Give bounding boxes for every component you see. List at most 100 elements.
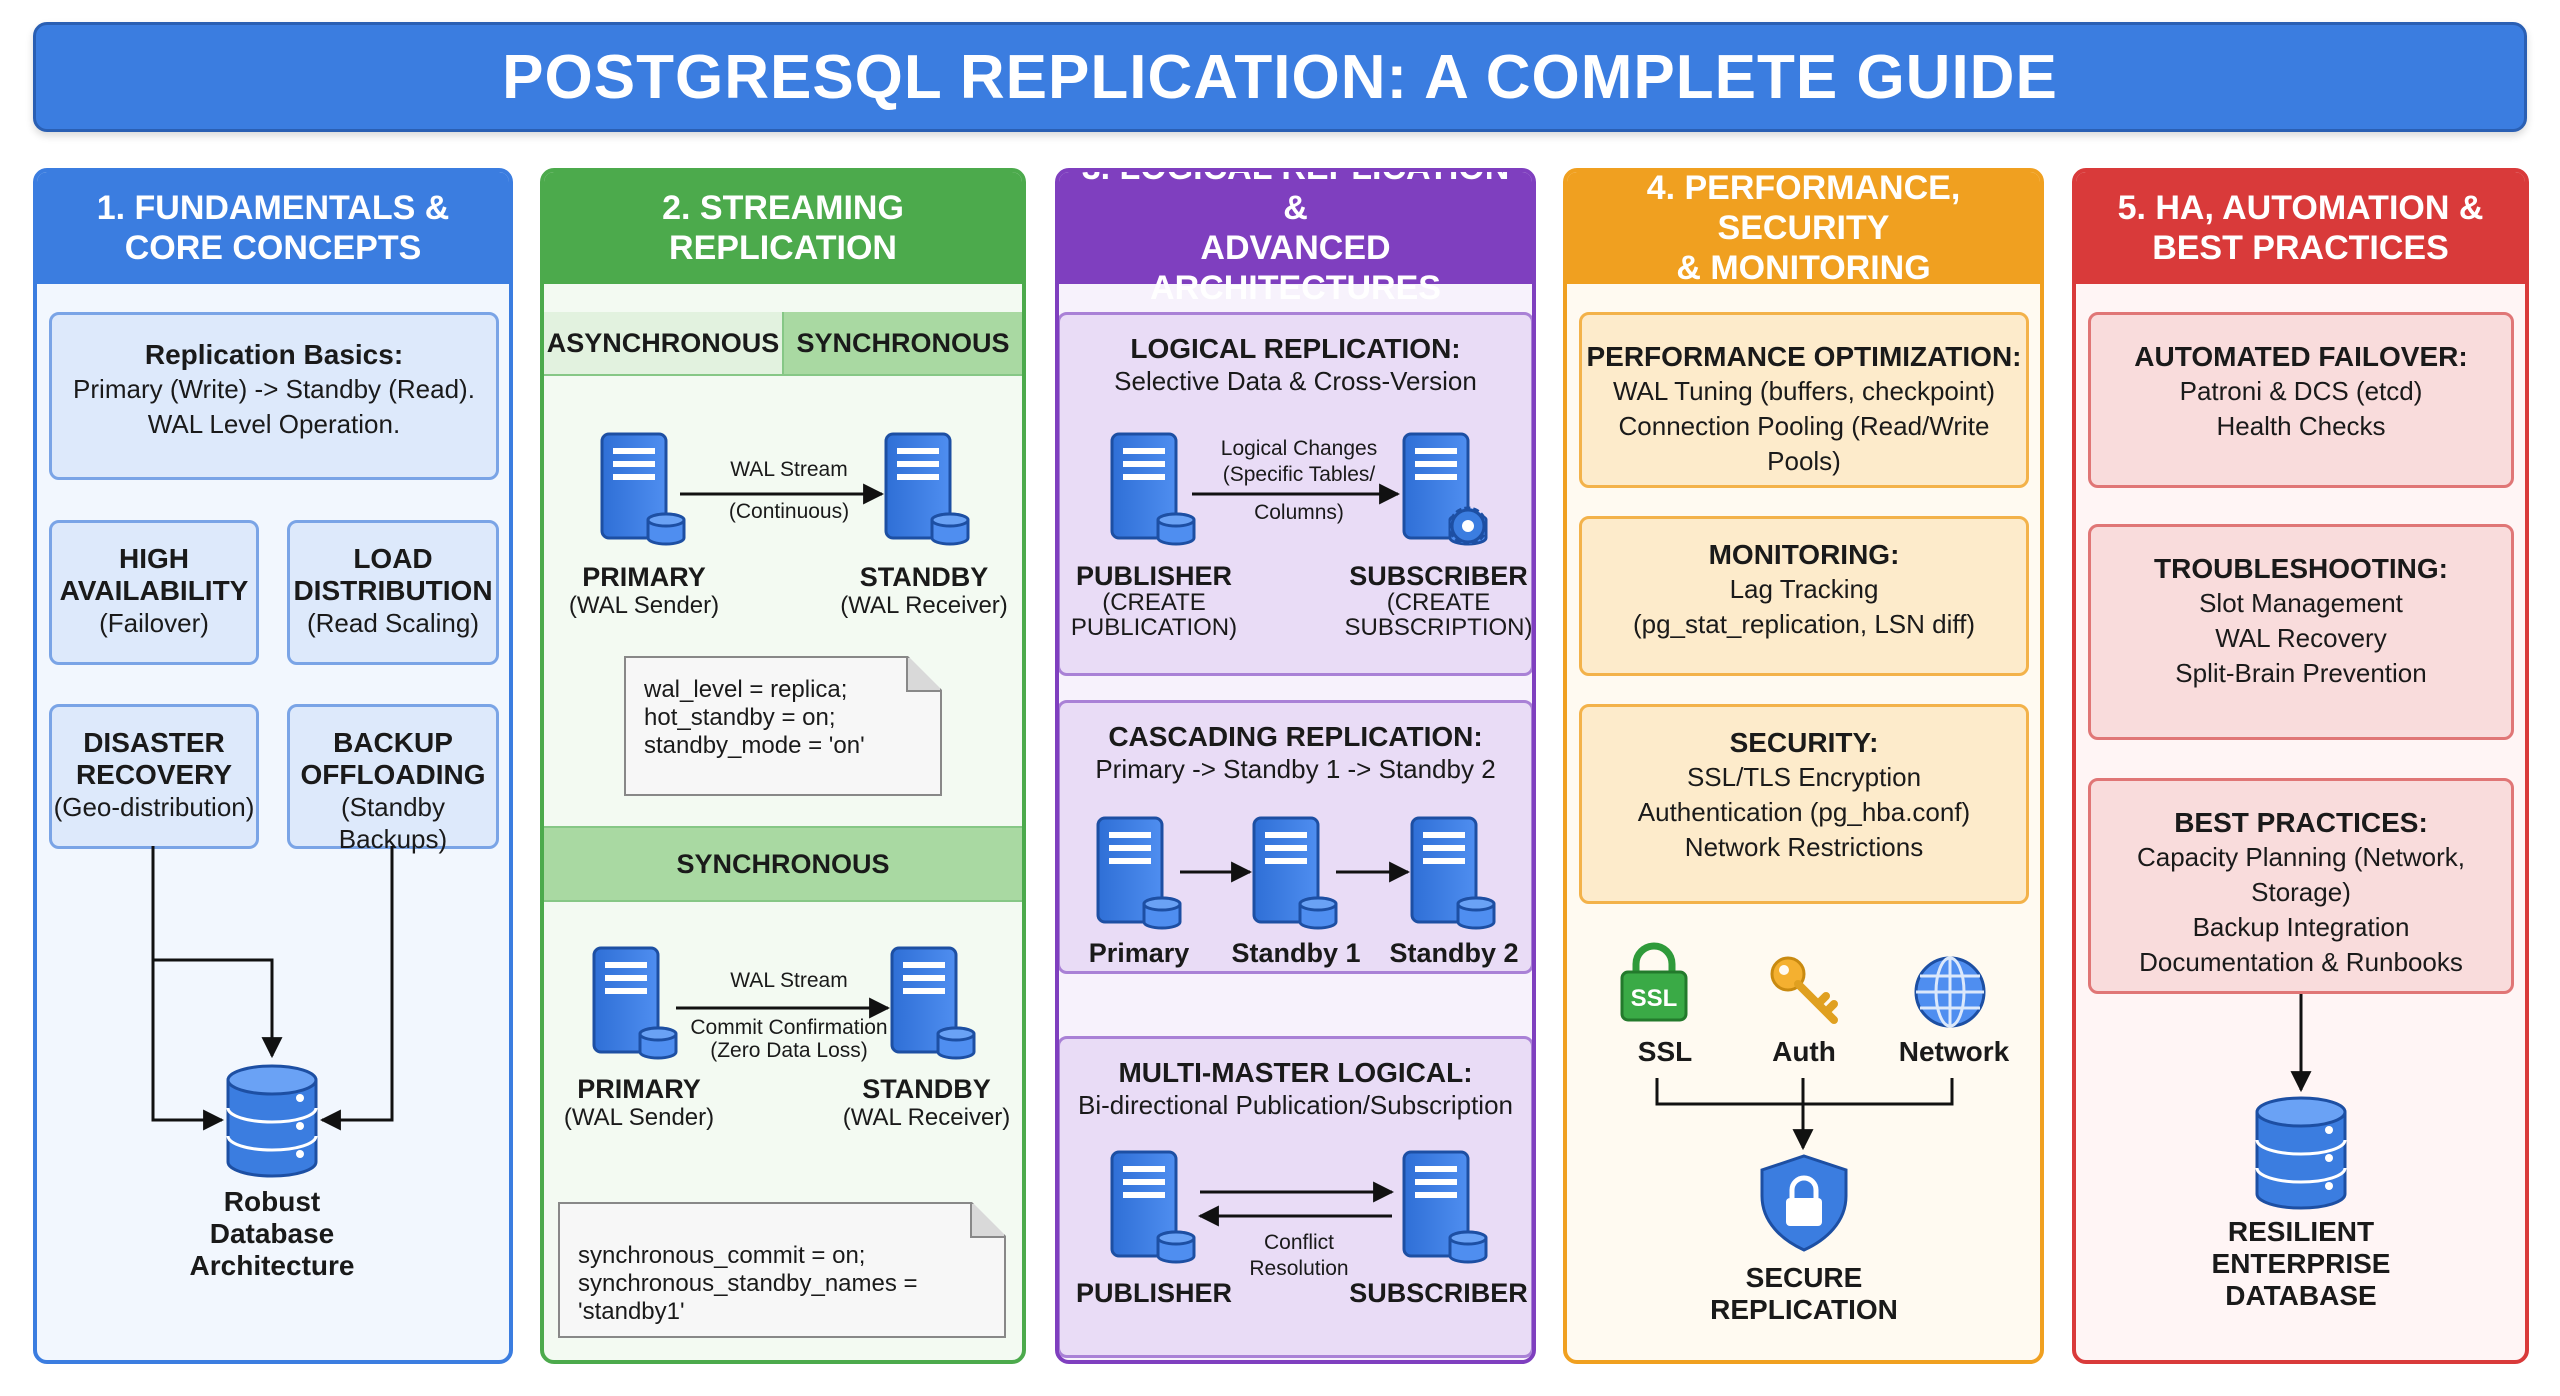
box-line: SSL/TLS Encryption [1686,762,1922,792]
result-line: ENTERPRISE [2211,1248,2391,1279]
column-heading: 2. STREAMING REPLICATION [544,172,1022,284]
heading-line: 4. PERFORMANCE, SECURITY [1646,169,1961,247]
troubleshooting-box: TROUBLESHOOTING: Slot Management WAL Rec… [2088,524,2514,740]
box-line: Split-Brain Prevention [2175,658,2427,688]
node-name: PRIMARY [582,562,706,592]
arrow-line: WAL Stream [730,969,848,992]
code-line: synchronous_standby_names = 'standby1' [578,1270,918,1325]
box-line: Network Restrictions [1684,832,1924,862]
tile-disaster-recovery: DISASTER RECOVERY (Geo-distribution) [49,704,259,849]
box-title: Replication Basics: [144,339,404,370]
arrow-line: Logical Changes [1220,437,1378,460]
heading-line: 1. FUNDAMENTALS & [96,189,450,227]
box-subtitle: Selective Data & Cross-Version [1114,366,1477,396]
tile-line: OFFLOADING [300,759,486,790]
column-heading: 4. PERFORMANCE, SECURITY& MONITORING [1567,172,2040,287]
code-line: wal_level = replica; [644,676,848,703]
result-line: Database [209,1218,335,1249]
cascade-node-primary: Primary [1088,938,1190,968]
heading-line: ADVANCED ARCHITECTURES [1150,229,1441,307]
box-line: (pg_stat_replication, LSN diff) [1632,609,1976,639]
tile-load-distribution: LOAD DISTRIBUTION (Read Scaling) [287,520,499,665]
column-heading: 5. HA, AUTOMATION &BEST PRACTICES [2076,172,2525,284]
box-title: MULTI-MASTER LOGICAL: [1118,1057,1473,1088]
box-title: TROUBLESHOOTING: [2154,553,2448,584]
box-line: Slot Management [2199,588,2403,618]
box-title: MONITORING: [1708,539,1900,570]
node-sub: (WAL Sender) [568,592,720,619]
result-line: DATABASE [2225,1280,2377,1311]
node-sub: (WAL Sender) [563,1104,715,1131]
node-name: STANDBY [859,562,989,592]
arrow-line: (Specific Tables/ [1222,463,1376,486]
node-sub: (CREATE [1386,589,1491,616]
box-title: LOGICAL REPLICATION: [1130,333,1461,364]
result-line: RESILIENT [2227,1216,2375,1247]
async-config-note: wal_level = replica; hot_standby = on; s… [624,656,942,796]
subscriber-label: SUBSCRIBER (CREATE SUBSCRIPTION) [1341,561,1533,641]
result-line: Architecture [189,1250,355,1281]
security-box: SECURITY: SSL/TLS Encryption Authenticat… [1579,704,2029,904]
column-heading: 3. LOGICAL REPLICATION &ADVANCED ARCHITE… [1059,172,1532,307]
box-line: Capacity Planning (Network, Storage) [2136,842,2466,907]
tile-line: DISTRIBUTION [293,575,493,606]
resilient-database-label: RESILIENT ENTERPRISE DATABASE [2166,1216,2436,1312]
cascade-node-standby2: Standby 2 [1389,938,1519,968]
box-line: Primary (Write) -> Standby (Read). [73,374,475,404]
monitoring-box: MONITORING: Lag Tracking (pg_stat_replic… [1579,516,2029,676]
async-standby-label: STANDBY (WAL Receiver) [824,562,1022,620]
arrow-line: (Zero Data Loss) [710,1039,868,1062]
box-title: SECURITY: [1729,727,1879,758]
async-arrow-label: WAL Stream (Continuous) [714,457,864,525]
secure-replication-label: SECURE REPLICATION [1704,1262,1904,1326]
heading-line: & MONITORING [1676,249,1931,287]
box-line: WAL Recovery [2215,623,2387,653]
tab-synchronous[interactable]: SYNCHRONOUS [784,312,1022,376]
box-line: Documentation & Runbooks [2139,947,2463,977]
cascade-node-standby1: Standby 1 [1231,938,1361,968]
tile-sub: (Failover) [99,608,209,638]
mm-publisher-label: PUBLISHER [1075,1278,1232,1308]
tab-asynchronous[interactable]: ASYNCHRONOUS [544,312,784,376]
replication-basics-box: Replication Basics: Primary (Write) -> S… [49,312,499,480]
box-line: Authentication (pg_hba.conf) [1637,797,1971,827]
result-line: REPLICATION [1710,1294,1898,1325]
heading-line: CORE CONCEPTS [124,229,422,267]
node-sub: SUBSCRIPTION) [1344,614,1533,641]
heading-line: 3. LOGICAL REPLICATION & [1081,168,1510,227]
tile-line: AVAILABILITY [59,575,249,606]
async-primary-label: PRIMARY (WAL Sender) [544,562,744,620]
tile-line: DISASTER [83,727,225,758]
code-line: hot_standby = on; [644,704,836,731]
box-title: PERFORMANCE OPTIMIZATION: [1586,341,2022,372]
multimaster-box: MULTI-MASTER LOGICAL: Bi-directional Pub… [1059,1036,1532,1358]
arrow-line: Columns) [1254,501,1344,524]
sync-standby-label: STANDBY (WAL Receiver) [829,1076,1022,1132]
result-line: SECURE [1745,1262,1863,1293]
performance-box: PERFORMANCE OPTIMIZATION: WAL Tuning (bu… [1579,312,2029,488]
box-subtitle: Primary -> Standby 1 -> Standby 2 [1095,754,1496,784]
node-name: PRIMARY [577,1074,701,1104]
box-subtitle: Bi-directional Publication/Subscription [1077,1090,1513,1120]
node-sub: PUBLICATION) [1070,614,1238,641]
box-line: Lag Tracking [1729,574,1879,604]
robust-architecture-label: Robust Database Architecture [167,1186,377,1282]
tile-high-availability: HIGH AVAILABILITY (Failover) [49,520,259,665]
box-line: WAL Tuning (buffers, checkpoint) [1612,376,1995,406]
tile-sub: (Geo-distribution) [53,792,255,822]
arrow-line: Conflict [1263,1231,1335,1254]
auth-label: Auth [1772,1036,1836,1067]
code-line: synchronous_commit = on; [578,1242,866,1269]
tile-line: BACKUP [333,727,453,758]
node-sub: (WAL Receiver) [842,1104,1011,1131]
sync-arrow-label: WAL Stream Commit Confirmation (Zero Dat… [684,969,894,1062]
box-line: WAL Level Operation. [147,409,401,439]
ssl-label: SSL [1637,1036,1693,1067]
node-name: SUBSCRIBER [1349,561,1528,591]
result-line: Robust [223,1186,321,1217]
column-heading: 1. FUNDAMENTALS &CORE CONCEPTS [37,172,509,284]
column-streaming: 2. STREAMING REPLICATION ASYNCHRONOUS SY… [540,168,1026,1364]
logical-arrow-label: Logical Changes (Specific Tables/ Column… [1209,436,1389,526]
tile-line: LOAD [353,543,433,574]
node-sub: (CREATE [1102,589,1206,616]
